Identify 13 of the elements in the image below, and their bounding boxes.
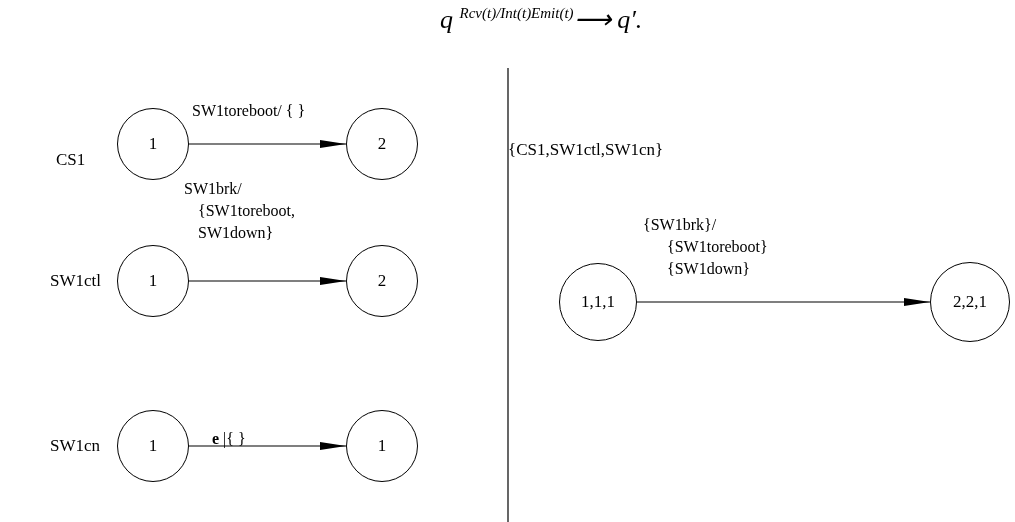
arrow (188, 140, 347, 148)
automaton-name: SW1cn (50, 436, 101, 456)
automaton-name: SW1ctl (50, 271, 101, 291)
title-formula: q $^{Rcv(t)/Int(t)Emit(t)}$⟶ q′. (440, 4, 643, 35)
edge-label: SW1toreboot/ { } (192, 101, 306, 121)
arrow (188, 442, 347, 450)
automaton-name: CS1 (56, 150, 86, 170)
edge-label: SW1brk/ {SW1toreboot, SW1down} (184, 179, 296, 243)
arrow (636, 298, 931, 306)
arrow (188, 277, 347, 285)
edge-label: {SW1brk}/ {SW1toreboot} {SW1down} (643, 215, 769, 279)
product-label: {CS1,SW1ctl,SW1cn} (508, 140, 664, 160)
edge-label: e |{ } (212, 429, 246, 450)
